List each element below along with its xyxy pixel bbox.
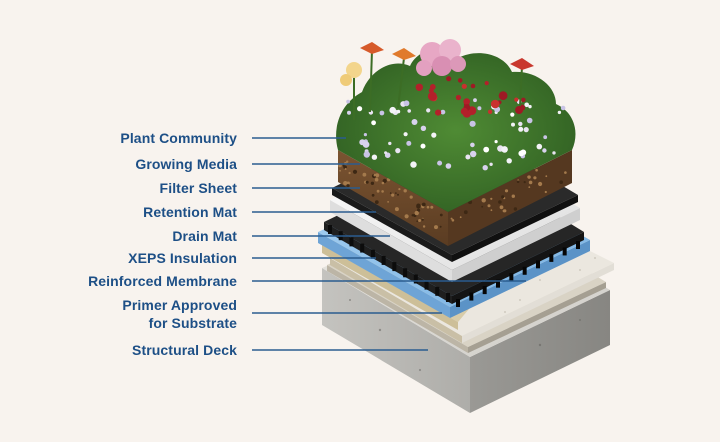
tall-flower-stems (340, 42, 534, 120)
label-structural-deck: Structural Deck (132, 342, 237, 358)
plant-community-layer (336, 39, 576, 212)
label-drain-mat: Drain Mat (172, 228, 237, 244)
label-for-substrate: for Substrate (148, 315, 237, 331)
leader-lines (252, 137, 526, 351)
pink-flower-cluster (416, 39, 466, 76)
label-plant-community: Plant Community (120, 130, 237, 146)
label-growing-media: Growing Media (135, 156, 237, 172)
label-xeps-insulation: XEPS Insulation (128, 250, 237, 266)
label-retention-mat: Retention Mat (143, 204, 237, 220)
label-filter-sheet: Filter Sheet (159, 180, 237, 196)
growing-media-layer (338, 150, 572, 246)
label-reinforced-membrane: Reinforced Membrane (88, 273, 237, 289)
label-primer-approved: Primer Approved (122, 297, 237, 313)
